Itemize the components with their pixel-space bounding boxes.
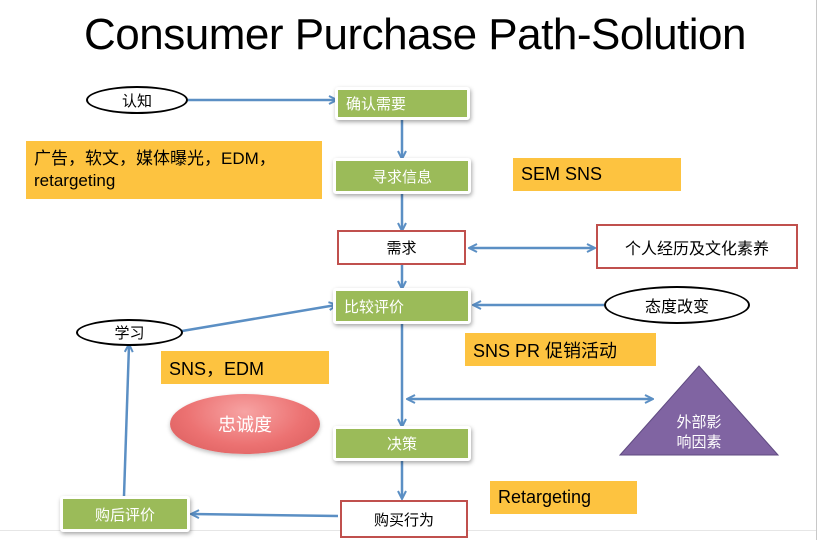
loyalty-label: 忠诚度 [218, 415, 272, 436]
step-recognize-need: 确认需要 [335, 87, 470, 120]
channel-awareness: 广告，软文，媒体曝光，EDM， retargeting [26, 141, 322, 199]
channel-comparison-label: SNS PR 促销活动 [473, 340, 618, 361]
channel-search-label: SEM SNS [521, 164, 603, 184]
step-label: 购买行为 [373, 510, 434, 529]
channel-search: SEM SNS [513, 158, 681, 191]
step-label: 需求 [386, 239, 417, 257]
cognition-oval: 认知 [86, 86, 188, 114]
channel-purchase: Retargeting [490, 481, 637, 514]
channel-comparison: SNS PR 促销活动 [465, 333, 656, 366]
personal-experience-box: 个人经历及文化素养 [596, 224, 798, 269]
external-factors-triangle: 外部影 响因素 [618, 364, 780, 456]
external-factors-line1: 外部影 [676, 413, 722, 431]
learning-label: 学习 [114, 324, 145, 342]
step-decision: 决策 [333, 426, 471, 461]
step-search-info: 寻求信息 [333, 158, 471, 194]
frame-right-border [816, 0, 817, 540]
channel-awareness-line2: retargeting [34, 171, 116, 190]
arrow-purchase-to-post [192, 514, 339, 516]
channel-purchase-label: Retargeting [498, 487, 592, 507]
loyalty-ellipse: 忠诚度 [170, 394, 320, 454]
step-post-purchase-evaluation: 购后评价 [60, 496, 190, 532]
step-demand: 需求 [337, 230, 466, 265]
cognition-label: 认知 [121, 91, 152, 110]
step-label: 购后评价 [94, 505, 155, 524]
attitude-change-oval: 态度改变 [604, 286, 750, 324]
triangle-shape [618, 365, 780, 456]
step-label: 比较评价 [344, 297, 405, 316]
attitude-change-label: 态度改变 [644, 297, 709, 316]
step-label: 决策 [386, 435, 417, 453]
arrow-post-to-learning [122, 345, 129, 497]
personal-experience-label: 个人经历及文化素养 [624, 238, 769, 258]
arrow-learning-to-compare [181, 305, 336, 333]
learning-oval: 学习 [76, 319, 183, 346]
external-factors-label: 外部影 响因素 [618, 412, 780, 452]
step-purchase-behavior: 购买行为 [340, 500, 468, 538]
channel-learning-label: SNS，EDM [169, 358, 265, 379]
step-compare-evaluate: 比较评价 [333, 288, 471, 324]
channel-awareness-line1: 广告，软文，媒体曝光，EDM， [34, 149, 276, 168]
step-label: 确认需要 [346, 95, 407, 113]
channel-learning: SNS，EDM [161, 351, 329, 384]
external-factors-line2: 响因素 [676, 433, 722, 451]
page-title: Consumer Purchase Path-Solution [84, 10, 746, 59]
step-label: 寻求信息 [371, 167, 432, 186]
